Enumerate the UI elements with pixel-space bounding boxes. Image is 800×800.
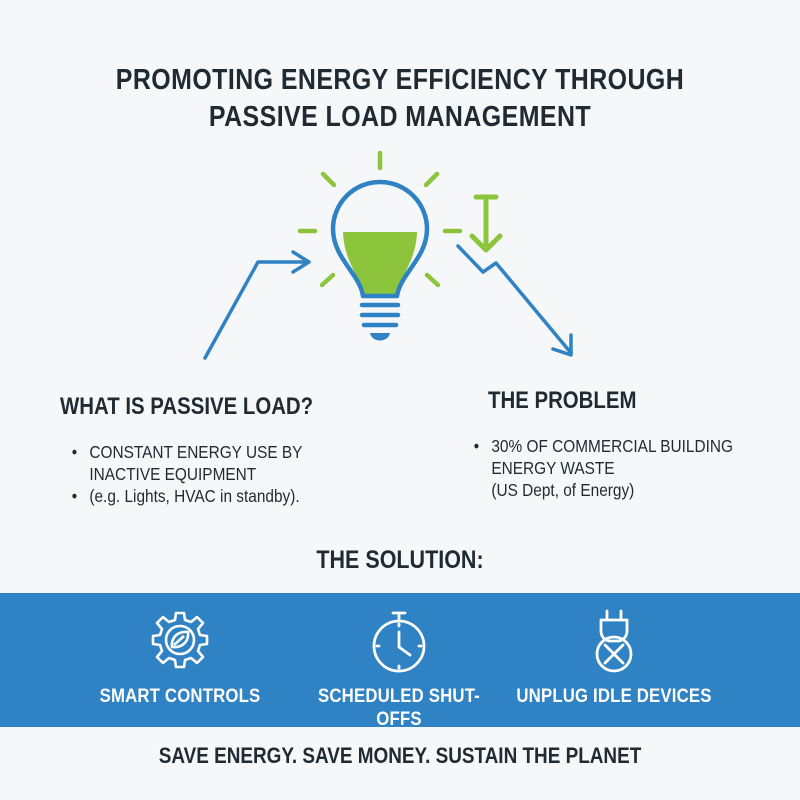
down-arrow-icon <box>469 194 503 253</box>
list-item: CONSTANT ENERGY USE BY INACTIVE EQUIPMEN… <box>70 441 334 485</box>
problem-list: 30% OF COMMERCIAL BUILDING ENERGY WASTE … <box>472 435 772 501</box>
solution-label: SCHEDULED SHUT-OFFS <box>318 685 480 730</box>
solution-heading: THE SOLUTION: <box>316 546 484 574</box>
solution-label: SMART CONTROLS <box>99 685 261 707</box>
list-item: (e.g. Lights, HVAC in standby). <box>70 485 334 507</box>
problem-heading: THE PROBLEM <box>488 387 637 414</box>
falling-arrow-icon <box>456 244 573 357</box>
page-title: PROMOTING ENERGY EFFICIENCY THROUGH PASS… <box>56 62 744 136</box>
list-item: 30% OF COMMERCIAL BUILDING ENERGY WASTE … <box>472 435 736 501</box>
hero-illustration <box>203 150 573 360</box>
solution-item-scheduled-shutoffs: SCHEDULED SHUT-OFFS <box>279 593 519 730</box>
footer-tagline: SAVE ENERGY. SAVE MONEY. SUSTAIN THE PLA… <box>158 743 642 768</box>
solution-item-smart-controls: SMART CONTROLS <box>60 593 300 727</box>
solution-item-unplug: UNPLUG IDLE DEVICES <box>494 593 734 727</box>
solution-band: SMART CONTROLS SCHEDULED SHUT-OFFS <box>0 593 800 730</box>
passive-load-list: CONSTANT ENERGY USE BY INACTIVE EQUIPMEN… <box>70 441 370 507</box>
rising-arrow-icon <box>203 250 311 360</box>
title-line-1: PROMOTING ENERGY EFFICIENCY THROUGH <box>115 64 685 96</box>
stopwatch-icon <box>372 611 426 673</box>
gear-leaf-icon <box>151 611 209 669</box>
light-rays <box>297 150 463 288</box>
solution-label: UNPLUG IDLE DEVICES <box>516 685 712 707</box>
title-line-2: PASSIVE LOAD MANAGEMENT <box>208 101 592 133</box>
lightbulb-icon <box>330 179 430 341</box>
passive-load-heading: WHAT IS PASSIVE LOAD? <box>60 393 314 420</box>
unplug-icon <box>595 609 633 673</box>
